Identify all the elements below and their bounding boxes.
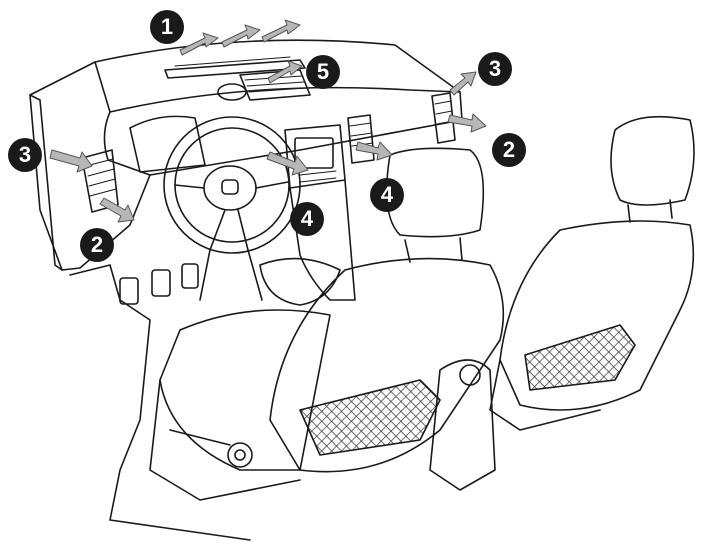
dash-airflow-arrow [266,151,309,176]
side-vent-airflow-arrow [447,113,487,133]
callout-badge: 4 [370,178,404,212]
side-vent-airflow-arrow [449,71,477,96]
windshield-airflow-arrow [221,24,261,48]
airflow-arrows [49,19,487,223]
callout-badge: 5 [306,55,340,89]
callout-badge: 3 [478,52,512,86]
callout-badge: 3 [8,138,42,172]
center-right-vent [347,114,375,164]
dash-airflow-arrow [355,141,393,161]
passenger-seat [489,115,695,431]
left-side-vent [81,149,119,213]
side-vent-airflow-arrow [99,197,135,223]
callout-badge: 2 [492,133,526,167]
steering-wheel [129,115,301,301]
callout-badge: 1 [150,10,184,44]
front-seat [149,147,505,501]
floor-pedals [69,257,341,541]
callout-badge: 2 [80,228,114,262]
windshield-airflow-arrow [179,32,219,56]
center-top-vent [217,69,311,101]
windshield-airflow-arrow [261,19,301,43]
side-vent-airflow-arrow [49,149,93,173]
callout-badge: 4 [290,202,324,236]
center-vent-airflow-arrow [267,60,303,84]
center-console [284,124,356,301]
handbrake-console [429,359,496,491]
dashboard [29,39,463,271]
